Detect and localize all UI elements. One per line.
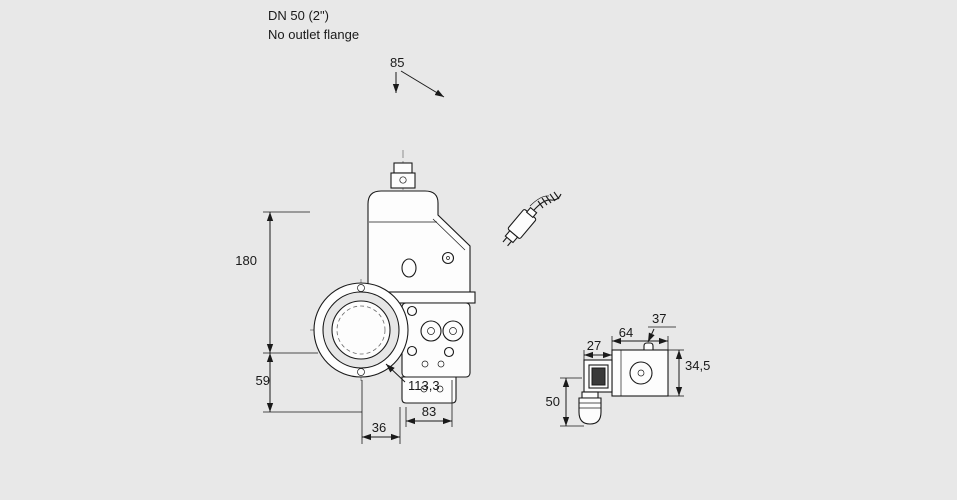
front-view-dimensions: 85 180 59 36 83 113,3 [235,55,453,444]
drawing-title-variant: No outlet flange [268,27,360,42]
side-body [611,349,669,397]
side-top-screw [643,342,654,351]
dim-width-bottom-label: 83 [422,404,436,419]
dim-depth-label: 113,3 [408,378,440,393]
terminal-box [583,359,613,393]
valve-top-connector [390,162,416,189]
drawing-title-size: DN 50 (2") [268,8,329,23]
valve-side-view [578,342,669,425]
dim-screw-pos-label: 37 [652,311,666,326]
inlet-flange [313,282,409,378]
dim-width-top-label: 85 [390,55,404,70]
dim-box-depth-label: 27 [587,338,601,353]
valve-body-block [401,302,471,378]
dim-body-depth-label: 64 [619,325,633,340]
dim-offset-bottom-label: 36 [372,420,386,435]
cable-plug-illustration [502,191,562,247]
solenoid-actuator [367,190,471,293]
dim-height-lower-label: 59 [256,373,270,388]
cable-gland [578,391,602,425]
dim-height-upper-label: 180 [235,253,257,268]
valve-front-view [310,150,476,404]
side-view-dimensions: 27 64 37 34,5 50 [546,311,710,427]
dim-total-height-label: 50 [546,394,560,409]
dim-body-height-label: 34,5 [685,358,710,373]
